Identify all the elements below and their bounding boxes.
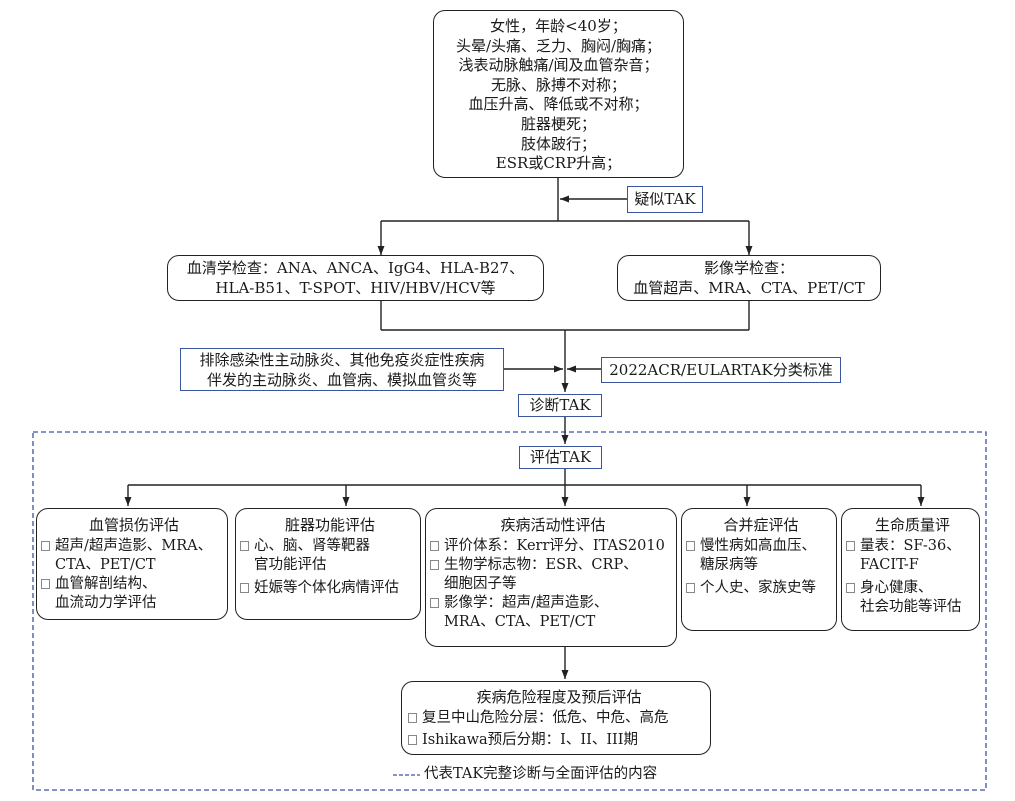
item-text: 影像学：超声/超声造影、	[444, 595, 609, 611]
exclusion-box: 排除感染性主动脉炎、其他免疫炎症性疾病 伴发的主动脉炎、血管病、模拟血管炎等	[180, 348, 504, 391]
assessment-item: 个人史、家族史等	[686, 579, 836, 598]
comorbidity-assessment-box: 合并症评估 慢性病如高血压、糖尿病等 个人史、家族史等	[681, 508, 837, 631]
symptom-line: 头晕/头痛、乏力、胸闷/胸痛；	[455, 36, 662, 55]
item-text: 评价体系：Kerr评分、ITAS2010	[444, 538, 665, 554]
item-text: 社会功能等评估	[860, 599, 962, 615]
item-text: 量表：SF-36、	[860, 538, 961, 554]
item-text: FACIT-F	[860, 557, 919, 573]
symptom-line: 血压升高、降低或不对称；	[468, 95, 649, 114]
assessment-item: 影像学：超声/超声造影、 MRA、CTA、PET/CT	[430, 594, 676, 632]
assessment-item: 生物学标志物：ESR、CRP、细胞因子等	[430, 556, 676, 594]
checkbox-bullet-icon	[41, 579, 50, 589]
assessment-item: 超声/超声造影、MRA、 CTA、PET/CT	[41, 537, 227, 575]
checkbox-bullet-icon	[408, 735, 417, 745]
checkbox-bullet-icon	[430, 560, 439, 570]
checkbox-bullet-icon	[686, 583, 695, 593]
suspect-tak-label: 疑似TAK	[627, 186, 703, 213]
checkbox-bullet-icon	[430, 598, 439, 608]
item-text: Ishikawa预后分期：I、II、III期	[422, 732, 638, 748]
item-text: 生物学标志物：ESR、CRP、	[444, 557, 638, 573]
evaluate-tak-label: 评估TAK	[519, 446, 602, 469]
item-text: CTA、PET/CT	[55, 557, 156, 573]
assessment-title: 生命质量评	[874, 516, 950, 534]
assessment-item: 妊娠等个体化病情评估	[240, 579, 420, 598]
item-text: 细胞因子等	[444, 576, 517, 592]
assessment-item: 心、脑、肾等靶器官功能评估	[240, 537, 420, 575]
legend-text: 代表TAK完整诊断与全面评估的内容	[424, 766, 658, 782]
symptoms-box: 女性，年龄<40岁； 头晕/头痛、乏力、胸闷/胸痛； 浅表动脉触痛/闻及血管杂音…	[433, 10, 684, 178]
item-text: 复旦中山危险分层：低危、中危、高危	[422, 710, 669, 726]
assessment-title: 血管损伤评估	[88, 516, 179, 534]
imaging-line: 影像学检查：	[703, 259, 794, 277]
diagnosis-tak-label: 诊断TAK	[518, 394, 602, 417]
assessment-item: 身心健康、社会功能等评估	[846, 579, 979, 617]
imaging-box: 影像学检查： 血管超声、MRA、CTA、PET/CT	[617, 255, 881, 301]
vascular-damage-assessment-box: 血管损伤评估 超声/超声造影、MRA、 CTA、PET/CT 血管解剖结构、血流动…	[36, 508, 228, 620]
item-text: 官功能评估	[254, 557, 327, 573]
checkbox-bullet-icon	[686, 541, 695, 551]
classification-criteria-label: 2022ACR/EULARTAK分类标准	[601, 357, 841, 383]
assessment-dashed-frame	[32, 431, 987, 791]
checkbox-bullet-icon	[41, 541, 50, 551]
organ-function-assessment-box: 脏器功能评估 心、脑、肾等靶器官功能评估 妊娠等个体化病情评估	[235, 508, 421, 620]
risk-prognosis-box: 疾病危险程度及预后评估 复旦中山危险分层：低危、中危、高危 Ishikawa预后…	[401, 681, 711, 755]
item-text: 血管解剖结构、	[55, 576, 157, 592]
checkbox-bullet-icon	[846, 541, 855, 551]
item-text: 血流动力学评估	[55, 595, 157, 611]
risk-item: Ishikawa预后分期：I、II、III期	[408, 731, 710, 750]
serology-box: 血清学检查：ANA、ANCA、IgG4、HLA-B27、 HLA-B51、T-S…	[167, 255, 544, 301]
disease-activity-assessment-box: 疾病活动性评估 评价体系：Kerr评分、ITAS2010 生物学标志物：ESR、…	[425, 508, 677, 647]
item-text: MRA、CTA、PET/CT	[444, 614, 596, 630]
symptom-line: 脏器梗死；	[520, 114, 596, 133]
imaging-line: 血管超声、MRA、CTA、PET/CT	[633, 278, 865, 297]
assessment-item: 血管解剖结构、血流动力学评估	[41, 575, 227, 613]
exclusion-line: 伴发的主动脉炎、血管病、模拟血管炎等	[206, 370, 477, 389]
checkbox-bullet-icon	[408, 713, 417, 723]
assessment-title: 脏器功能评估	[284, 516, 375, 534]
serology-line: 血清学检查：ANA、ANCA、IgG4、HLA-B27、	[186, 259, 525, 277]
checkbox-bullet-icon	[846, 583, 855, 593]
item-text: 心、脑、肾等靶器	[254, 538, 370, 554]
item-text: 糖尿病等	[700, 557, 758, 573]
assessment-title: 合并症评估	[723, 516, 799, 534]
symptom-line: 浅表动脉触痛/闻及血管杂音；	[458, 56, 659, 75]
assessment-item: 量表：SF-36、 FACIT-F	[846, 537, 979, 575]
item-text: 慢性病如高血压、	[700, 538, 816, 554]
symptom-line: ESR或CRP升高；	[495, 154, 622, 173]
symptom-line: 肢体跛行；	[520, 134, 596, 153]
checkbox-bullet-icon	[240, 583, 249, 593]
assessment-item: 慢性病如高血压、糖尿病等	[686, 537, 836, 575]
assessment-title: 疾病活动性评估	[500, 516, 606, 534]
item-text: 妊娠等个体化病情评估	[254, 580, 399, 596]
serology-line: HLA-B51、T-SPOT、HIV/HBV/HCV等	[215, 278, 496, 297]
item-text: 个人史、家族史等	[700, 580, 816, 596]
item-text: 身心健康、	[860, 580, 933, 596]
symptom-line: 女性，年龄<40岁；	[490, 17, 627, 35]
assessment-item: 评价体系：Kerr评分、ITAS2010	[430, 537, 676, 556]
checkbox-bullet-icon	[240, 541, 249, 551]
checkbox-bullet-icon	[430, 541, 439, 551]
quality-of-life-assessment-box: 生命质量评 量表：SF-36、 FACIT-F 身心健康、社会功能等评估	[841, 508, 980, 631]
risk-title: 疾病危险程度及预后评估	[476, 688, 642, 706]
item-text: 超声/超声造影、MRA、	[55, 538, 213, 554]
symptom-line: 无脉、脉搏不对称；	[490, 75, 626, 94]
exclusion-line: 排除感染性主动脉炎、其他免疫炎症性疾病	[199, 351, 485, 369]
risk-item: 复旦中山危险分层：低危、中危、高危	[408, 709, 710, 728]
